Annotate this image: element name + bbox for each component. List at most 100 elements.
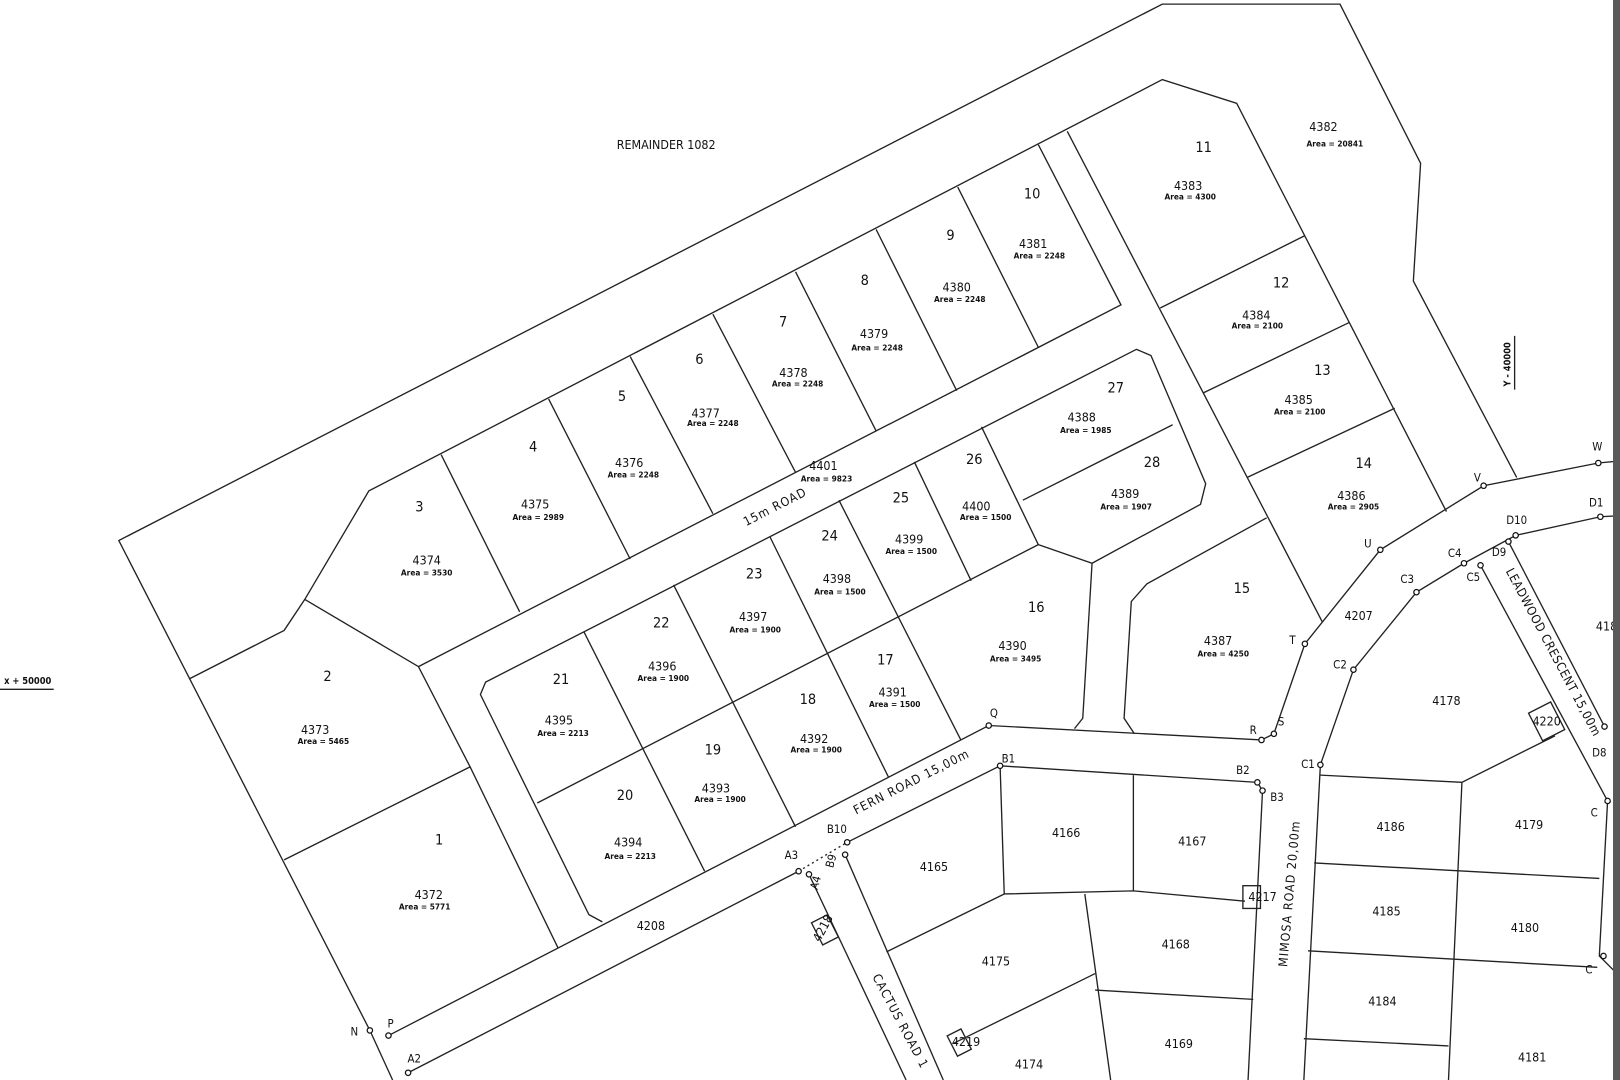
erf-number: 4175: [982, 953, 1010, 968]
survey-point-label: C: [1585, 963, 1592, 977]
survey-point-label: N: [351, 1025, 359, 1039]
erf-number: 4395: [545, 712, 573, 727]
survey-point-marker: [841, 851, 849, 859]
erf-box-4220: [1527, 701, 1566, 742]
survey-point-label: C5: [1466, 570, 1480, 584]
lot-area: Area = 2213: [604, 851, 655, 861]
lot-divider: [1084, 893, 1112, 1080]
survey-point-marker: [1460, 559, 1468, 567]
lot-area: Area = 1907: [1100, 502, 1151, 512]
survey-point-label: V: [1474, 471, 1481, 485]
lot-boundary: [999, 765, 1246, 902]
cactus-road-edge: [844, 854, 944, 1080]
survey-point-marker: [795, 867, 802, 875]
lot-boundary: [1320, 735, 1556, 784]
survey-point-label: A3: [785, 848, 798, 862]
erf-number: 4379: [860, 326, 888, 341]
erf-number: 4207: [1344, 608, 1372, 623]
erf-number: 4391: [878, 685, 906, 700]
survey-point-marker: [1259, 787, 1266, 794]
survey-point-marker: [1377, 546, 1384, 554]
survey-point-label: D1: [1589, 495, 1603, 509]
survey-link: [798, 841, 848, 872]
survey-point-marker: [1480, 482, 1487, 490]
survey-points: [366, 459, 1611, 1077]
erf-number: 4383: [1174, 178, 1202, 193]
erf-number: 4180: [1511, 920, 1539, 935]
survey-point-label: D10: [1506, 513, 1527, 527]
lot-number: 6: [695, 352, 703, 368]
survey-point-label: C4: [1448, 546, 1462, 560]
lot-area: Area = 5465: [298, 736, 349, 746]
lot-area: Area = 2248: [934, 294, 985, 304]
lot-area: Area = 1500: [960, 512, 1011, 522]
lot-number: 23: [746, 567, 763, 583]
erf-number: 4381: [1019, 236, 1047, 251]
lot-number: 16: [1028, 600, 1045, 616]
erf-box-4219: [946, 1028, 973, 1058]
erf-number: 4174: [1015, 1057, 1043, 1072]
survey-point-marker: [1258, 736, 1265, 744]
lot-number: 14: [1356, 456, 1373, 472]
leadwood-edge: [1479, 565, 1609, 802]
erf-number: 4399: [895, 532, 923, 547]
survey-point-label: A4: [807, 874, 824, 891]
erf-box-4217: [1242, 885, 1262, 910]
lot-number: 27: [1108, 381, 1125, 397]
lot-divider: [536, 544, 1039, 804]
lot-area: Area = 1900: [694, 794, 745, 804]
survey-point-marker: [1512, 532, 1519, 539]
remainder-label: REMAINDER 1082: [617, 137, 716, 152]
lot-number: 2: [323, 669, 331, 685]
lot-divider: [440, 454, 521, 613]
lot-divider: [957, 186, 1039, 348]
coord-x-label: x + 50000: [4, 676, 51, 687]
lot-area: Area = 3530: [401, 568, 452, 578]
lot-area: Area = 2989: [513, 512, 564, 522]
erf-number: 4385: [1285, 392, 1313, 407]
erf-number: 4165: [920, 859, 948, 874]
lot-number: 13: [1314, 363, 1331, 379]
lot-divider: [712, 313, 797, 473]
erf-number: 4378: [779, 365, 807, 380]
lot-area: Area = 2248: [687, 418, 738, 428]
lot-divider: [1203, 321, 1350, 394]
erf-number: 4372: [415, 887, 443, 902]
road-edge: [1066, 130, 1324, 623]
survey-point-marker: [1413, 588, 1420, 596]
survey-point-label: B9: [822, 853, 839, 870]
lot-divider: [1159, 235, 1306, 309]
lot-area: Area = 2100: [1232, 321, 1283, 331]
erf-number: 4397: [739, 609, 767, 624]
erf-number: 4373: [301, 722, 329, 737]
lot-divider: [1022, 424, 1173, 501]
survey-point-marker: [843, 838, 851, 846]
erf-number: 4400: [962, 499, 990, 514]
erf-number: 4169: [1165, 1036, 1193, 1051]
erf-number: 4217: [1248, 889, 1276, 904]
block-boundary: [418, 144, 1122, 668]
lot-area: Area = 1900: [790, 744, 841, 754]
lot-number: 15: [1234, 581, 1251, 597]
lot-number: 1: [435, 832, 443, 848]
lot-area: Area = 4300: [1164, 191, 1215, 201]
survey-point-marker: [1477, 562, 1484, 569]
lot-number: 24: [821, 529, 838, 545]
survey-point-label: B1: [1002, 752, 1016, 766]
erf-number: 4186: [1376, 819, 1404, 834]
survey-point-marker: [996, 762, 1004, 770]
erf-number: 4179: [1515, 817, 1543, 832]
lot-divider: [980, 426, 1039, 545]
fern-road-south-edge: [407, 870, 799, 1074]
erf-number: 4220: [1532, 714, 1560, 729]
survey-point-marker: [1270, 730, 1278, 738]
lot-area: Area = 20841: [1307, 139, 1364, 149]
lot-area: Area = 2248: [608, 469, 659, 479]
survey-point-marker: [1317, 761, 1324, 769]
erf-number: 4178: [1432, 693, 1460, 708]
survey-point-label: C: [1591, 805, 1598, 819]
mimosa-road-east-edge: [1303, 515, 1620, 1080]
erf-number: 4168: [1162, 937, 1190, 952]
lot-number: 10: [1024, 186, 1041, 202]
lot-number: 21: [553, 672, 570, 688]
